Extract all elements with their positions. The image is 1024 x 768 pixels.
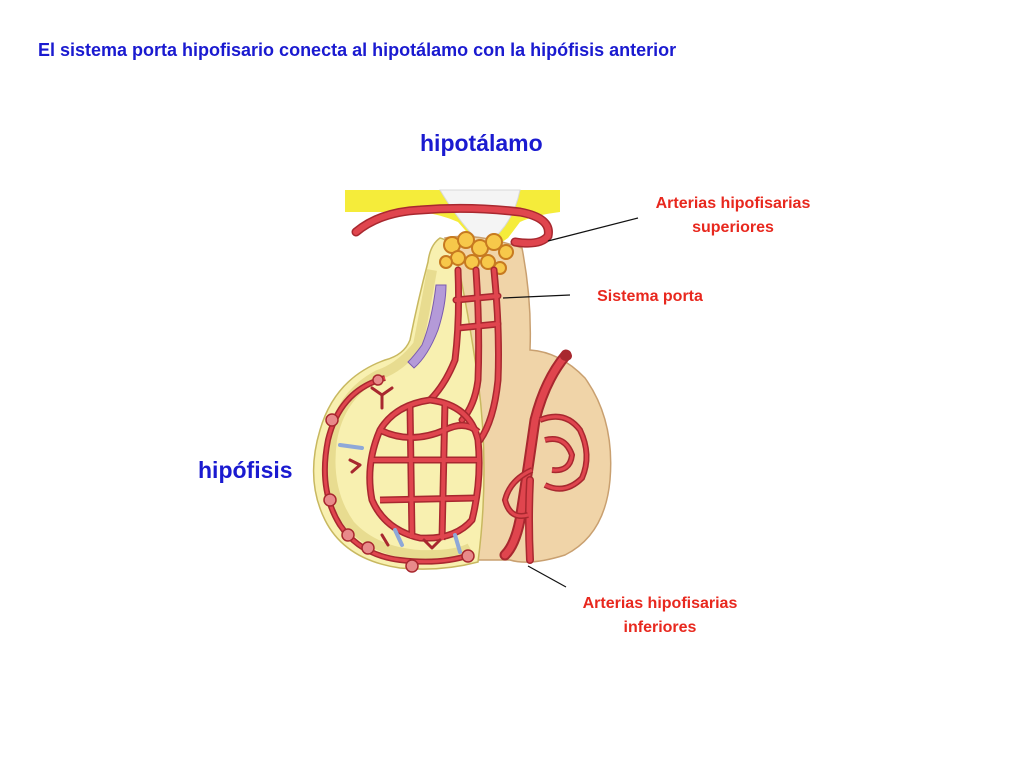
- inferior-artery-end: [560, 351, 572, 361]
- inferior-hypophyseal-artery: [499, 349, 572, 564]
- peripheral-arterioles: [321, 374, 475, 573]
- neurosecretory-tract: [407, 284, 447, 369]
- portal-veins-blue: [338, 443, 462, 554]
- posterior-lobe-plexus-fill: [503, 415, 588, 518]
- portal-system-label: Sistema porta: [597, 288, 703, 305]
- anterior-lobe-inner: [325, 269, 473, 561]
- pointer-portal-system: [502, 294, 571, 299]
- portal-vessels-fill: [428, 268, 501, 442]
- superior-arteries-label-line2: superiores: [692, 219, 774, 236]
- superior-arteries-label-line1: Arterias hipofisarias: [655, 195, 811, 212]
- superior-arteries-label: Arterias hipofisarias superiores: [618, 192, 848, 240]
- inferior-arteries-label: Arterias hipofisarias inferiores: [545, 592, 775, 640]
- inferior-arteries-label-line2: inferiores: [623, 619, 697, 636]
- pointer-superior-arteries: [547, 217, 639, 242]
- inferior-arteries-label-line1: Arterias hipofisarias: [582, 595, 738, 612]
- secondary-capillary-plexus-fill: [367, 398, 482, 541]
- hypothalamus-label: hipotálamo: [420, 130, 543, 156]
- pointer-inferior-arteries: [527, 565, 567, 588]
- primary-capillary-plexus: [439, 231, 514, 275]
- page-title: El sistema porta hipofisario conecta al …: [38, 40, 677, 60]
- superior-hypophyseal-artery-fill: [353, 205, 552, 247]
- pituitary-label: hipófisis: [198, 457, 293, 483]
